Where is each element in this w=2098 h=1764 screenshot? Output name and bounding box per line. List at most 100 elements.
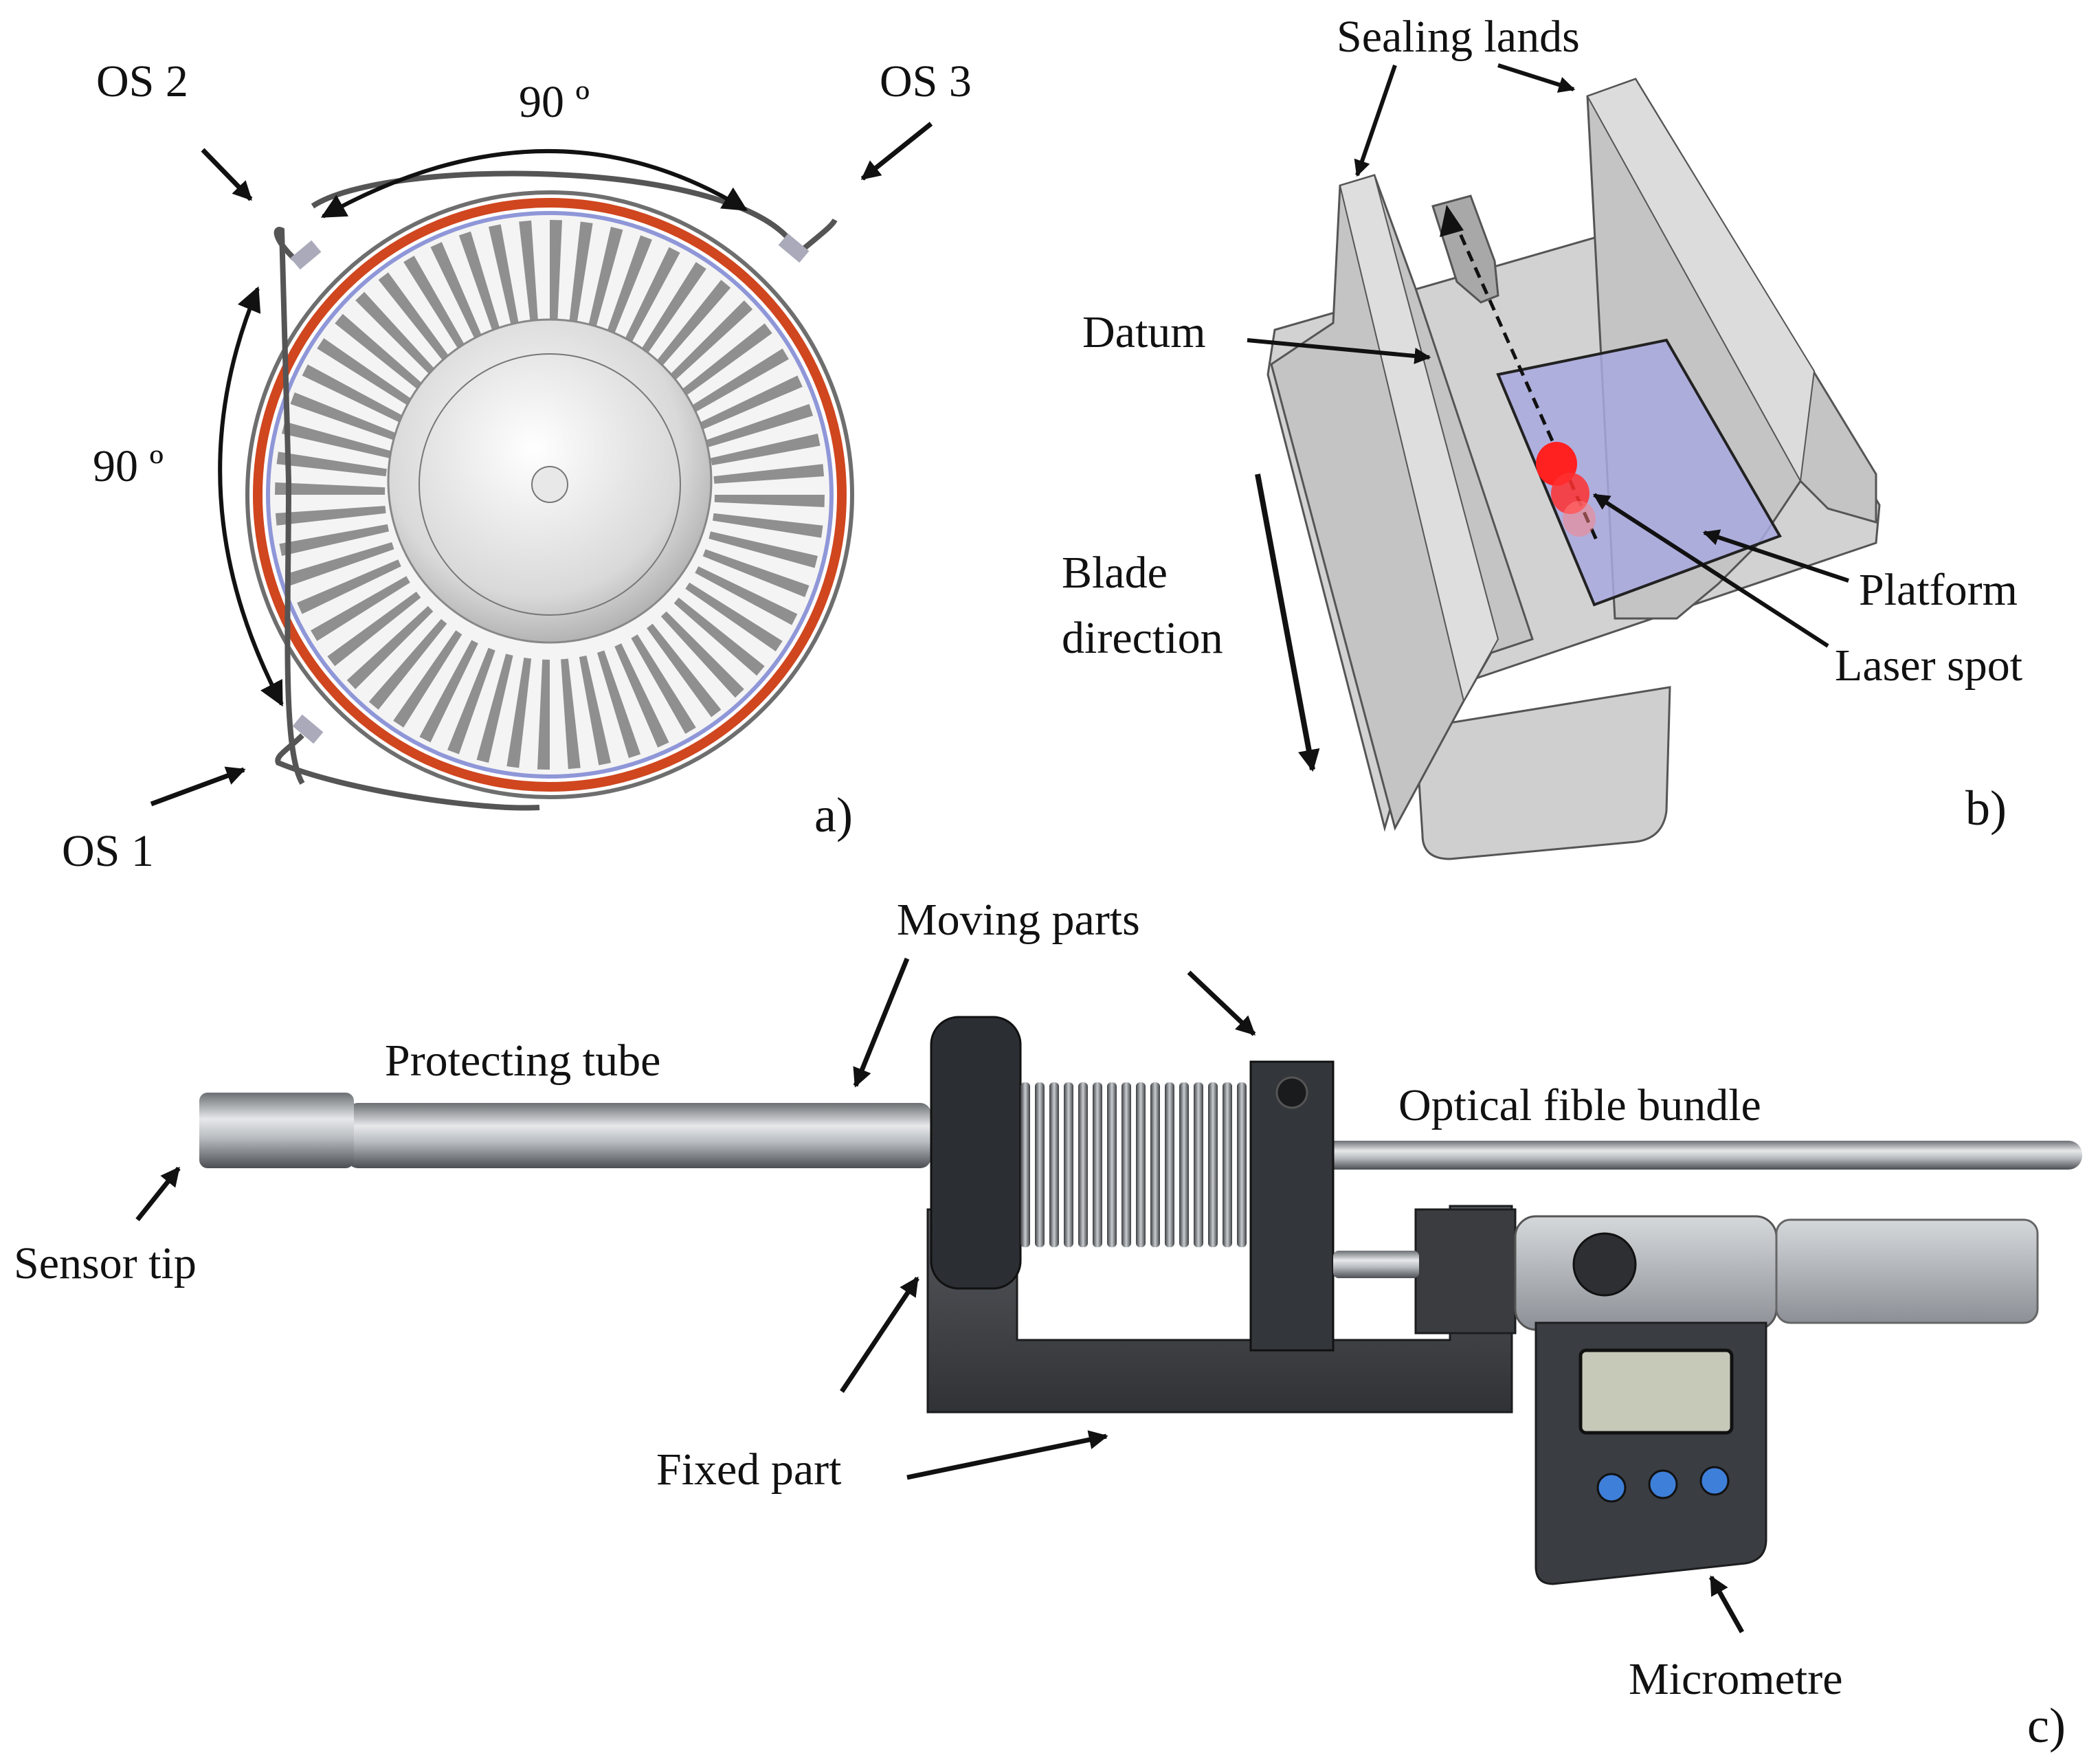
os3-label: OS 3 <box>880 56 972 107</box>
blade-direction-arrow <box>1255 473 1320 772</box>
fan-blade <box>631 634 696 734</box>
bellows-ring <box>1078 1082 1088 1247</box>
micrometer-lcd <box>1578 1348 1734 1435</box>
blade-direction-label-2: direction <box>1062 613 1223 663</box>
bellows-ring <box>1136 1082 1146 1247</box>
os2-label: OS 2 <box>96 56 188 107</box>
bellows-ring <box>1165 1082 1174 1247</box>
panel-b-label: b) <box>1965 781 2007 836</box>
fan-blade <box>579 655 612 766</box>
fan-blade <box>647 623 722 717</box>
bellows-ring <box>1150 1082 1160 1247</box>
fan-blade <box>621 247 680 350</box>
protecting-tube <box>347 1103 931 1168</box>
hub-inner-circle <box>419 353 681 616</box>
fan-blade <box>550 220 562 331</box>
fan-blade <box>568 221 593 332</box>
fan-blade <box>276 451 387 477</box>
fan-blade <box>685 582 783 651</box>
micrometre-label: Micrometre <box>1629 1654 1843 1704</box>
bellows-ring <box>1049 1082 1059 1247</box>
fan-blade <box>652 280 731 371</box>
bellows-ring <box>1237 1082 1247 1247</box>
fan-blade <box>297 559 401 614</box>
os3-arrow <box>860 122 933 181</box>
bellows-ring <box>1208 1082 1218 1247</box>
optical-fibre-bundle <box>1271 1141 2082 1170</box>
micrometer-thimble <box>1775 1218 2039 1324</box>
angle-top-label: 90 º <box>519 77 590 127</box>
fan-blade <box>678 323 772 398</box>
fan-blade <box>713 464 825 484</box>
bellows-ring <box>1064 1082 1073 1247</box>
panel-c-label: c) <box>2027 1698 2066 1753</box>
fixed-part-label: Fixed part <box>656 1444 841 1495</box>
moving-parts-arrow-right <box>1187 970 1256 1036</box>
fan-blade <box>355 291 439 379</box>
os1-cable <box>275 733 540 811</box>
laser-spot-arrow <box>1592 493 1829 648</box>
micrometer-button-3 <box>1699 1466 1730 1496</box>
bellows-ring <box>1223 1082 1232 1247</box>
fan-blade <box>447 647 495 755</box>
sealing-arrow-right <box>1497 63 1576 93</box>
fan-blade <box>660 611 744 698</box>
fan-blade <box>476 654 513 763</box>
panel-a-casing-diagram: OS 2 OS 3 OS 1 90 º 90 º a) <box>62 56 972 876</box>
bellows-ring <box>1179 1082 1189 1247</box>
fan-blade <box>705 403 814 448</box>
fixed-part-arrow-up <box>840 1276 919 1393</box>
fan-blade <box>689 348 789 414</box>
fan-blade <box>378 272 453 366</box>
fan-blade <box>290 392 397 440</box>
panel-c-sensor-photo: Moving parts Protecting tube Optical fib… <box>14 895 2082 1753</box>
datum-label: Datum <box>1082 307 1206 357</box>
fan-blade <box>403 256 469 355</box>
angle-arc-left <box>218 286 284 707</box>
fan-blade <box>637 262 706 359</box>
platform-label: Platform <box>1859 565 2018 615</box>
fan-blade <box>673 597 765 676</box>
fan-blade <box>311 576 410 641</box>
fan-blade <box>586 227 623 336</box>
os1-label: OS 1 <box>62 826 154 876</box>
fan-blade <box>596 650 641 759</box>
fan-blade <box>537 659 550 770</box>
fixed-part-arrow-right <box>906 1430 1108 1480</box>
sensor-tip-label: Sensor tip <box>14 1238 197 1288</box>
fan-blade <box>710 433 821 466</box>
micrometer-frame <box>1514 1215 1778 1331</box>
fixed-part-jaw <box>1414 1208 1517 1335</box>
fan-blade <box>695 566 798 625</box>
moving-parts-label: Moving parts <box>897 895 1140 945</box>
micrometer-spindle <box>1333 1251 1419 1278</box>
fan-blade <box>698 375 803 430</box>
fan-blade <box>282 421 391 458</box>
laser-spot-faint <box>1563 501 1596 537</box>
fan-blade <box>368 618 447 710</box>
fan-blade <box>561 658 581 770</box>
bellows-ring <box>1035 1082 1045 1247</box>
os3-probe <box>778 233 810 263</box>
micrometer-button-2 <box>1648 1469 1678 1499</box>
moving-disk <box>930 1016 1022 1290</box>
moving-block <box>1249 1060 1335 1352</box>
fan-blade <box>702 549 810 597</box>
panel-a-label: a) <box>814 788 853 842</box>
fan-blade <box>666 300 753 384</box>
fan-blade <box>419 640 478 743</box>
os1-probe <box>292 714 324 744</box>
micrometer-button-1 <box>1596 1473 1627 1503</box>
micrometre-arrow <box>1708 1575 1745 1633</box>
sensor-tip <box>199 1093 354 1168</box>
moving-parts-arrow-left <box>853 957 910 1088</box>
fan-blade <box>713 513 823 538</box>
panel-b-blade-tip-diagram: Sealing lands Datum Blade direction Plat… <box>1062 12 2022 860</box>
sealing-lands-label: Sealing lands <box>1337 12 1580 62</box>
sealing-arrow-left <box>1354 65 1397 177</box>
fan-blade <box>430 242 485 346</box>
fan-blade <box>302 364 405 423</box>
fan-blade <box>393 630 462 728</box>
fan-blade <box>286 542 394 586</box>
